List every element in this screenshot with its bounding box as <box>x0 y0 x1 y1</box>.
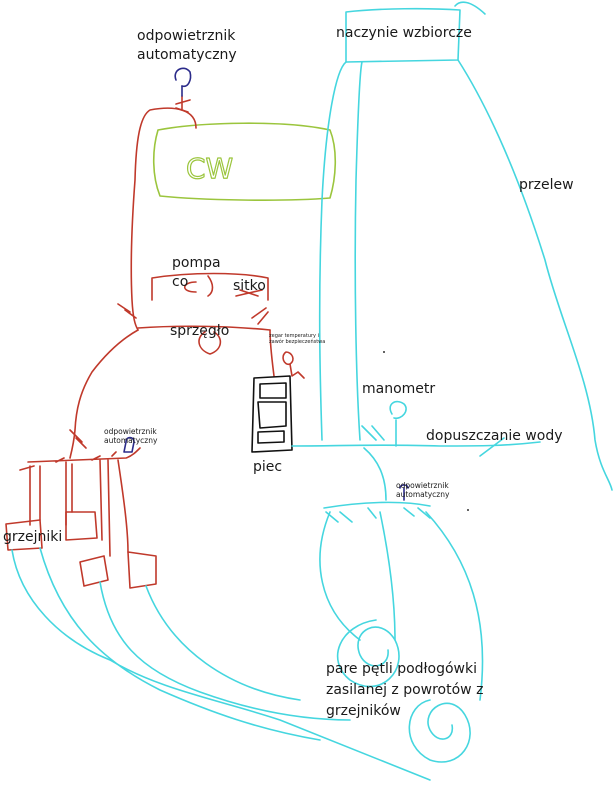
boiler-icon <box>251 375 293 453</box>
overflow-label: przelew <box>519 177 574 193</box>
return-circuit-pipes <box>11 1 613 781</box>
pressure-gauge-label: manometr <box>362 381 436 397</box>
coupling-label: sprzęgło <box>170 323 230 339</box>
water-fill-label: dopuszczanie wody <box>426 428 563 444</box>
boiler-label: piec <box>253 459 283 475</box>
dot <box>467 509 469 511</box>
strainer-label: sitko <box>233 278 266 294</box>
dot <box>383 351 385 353</box>
hot-circuit-pipes <box>5 95 305 589</box>
hot-water-tank <box>152 122 337 201</box>
radiators-label: grzejniki <box>3 529 63 545</box>
air-vent-icon <box>123 67 409 501</box>
expansion-vessel-label: naczynie wzbiorcze <box>336 25 472 41</box>
tank-label: CW <box>186 152 233 185</box>
